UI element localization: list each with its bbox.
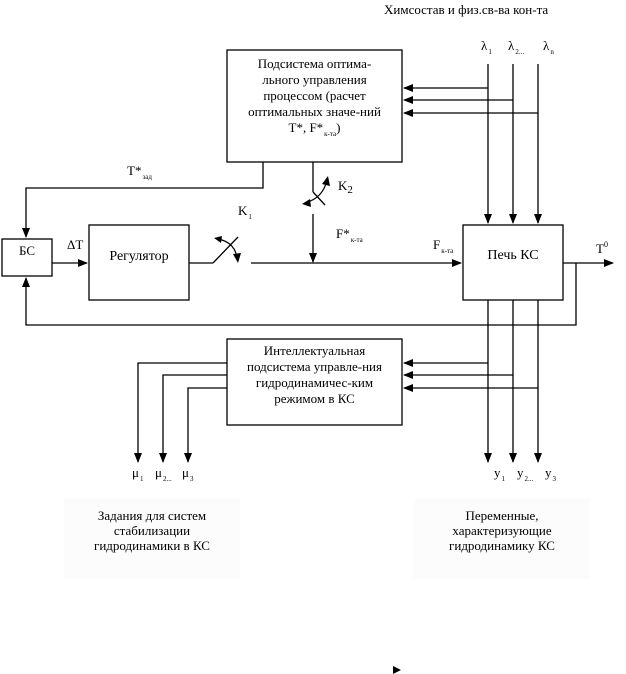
lambda-2-label: λ2... (508, 38, 525, 56)
k2-arc-head-up (322, 176, 330, 186)
k1-arc-head-left (214, 236, 222, 243)
caption-right: Переменные, характеризующие гидродинамик… (414, 498, 590, 579)
stray-arrowhead (393, 666, 401, 674)
k1-label: K1 (238, 203, 252, 221)
regulator-label: Регулятор (109, 249, 169, 264)
feedback-line (22, 263, 577, 326)
mu-1-label: μ1 (132, 465, 144, 483)
lambda-1-label: λ1 (481, 38, 492, 56)
t0-label: T0 (596, 240, 608, 256)
y-2-label: y2... (517, 465, 534, 483)
intelligent-subsystem-text: Интеллектуальная подсистема управле-ния … (247, 343, 382, 406)
mu-2-label: μ2... (155, 465, 172, 483)
k1-arc-head-down (233, 253, 241, 263)
mu-2-line (159, 374, 227, 463)
k1-switch-blade (212, 236, 239, 264)
intelligent-subsystem-block (226, 338, 403, 426)
f-label: Fк-та (433, 237, 454, 255)
y-3-label: y3 (545, 465, 556, 483)
top-input-label: Химсостав и физ.св-ва кон-та (384, 2, 549, 17)
t-setpoint-line (22, 162, 264, 238)
k2-arc-head-left (302, 199, 311, 207)
bs-label: БС (18, 243, 36, 258)
mu-3-line (184, 387, 227, 463)
t-setpoint-label: T*зад (127, 163, 152, 181)
k2-switch-blade (312, 191, 326, 206)
mu-1-line (134, 362, 227, 463)
delta-t-label: ΔT (67, 237, 84, 252)
caption-left: Задания для систем стабилизации гидродин… (64, 498, 240, 579)
furnace-label: Печь КС (487, 248, 539, 263)
y-1-label: y1 (494, 465, 505, 483)
optimal-subsystem-text: Подсистема оптима- льного управления про… (248, 56, 381, 138)
bs-block (1, 238, 53, 277)
mu-3-label: μ3 (182, 465, 194, 483)
f-star-label: F*к-та (336, 226, 363, 244)
lambda-n-label: λn (543, 38, 554, 56)
k2-label: K2 (338, 178, 353, 196)
optimal-subsystem-block (226, 49, 403, 163)
